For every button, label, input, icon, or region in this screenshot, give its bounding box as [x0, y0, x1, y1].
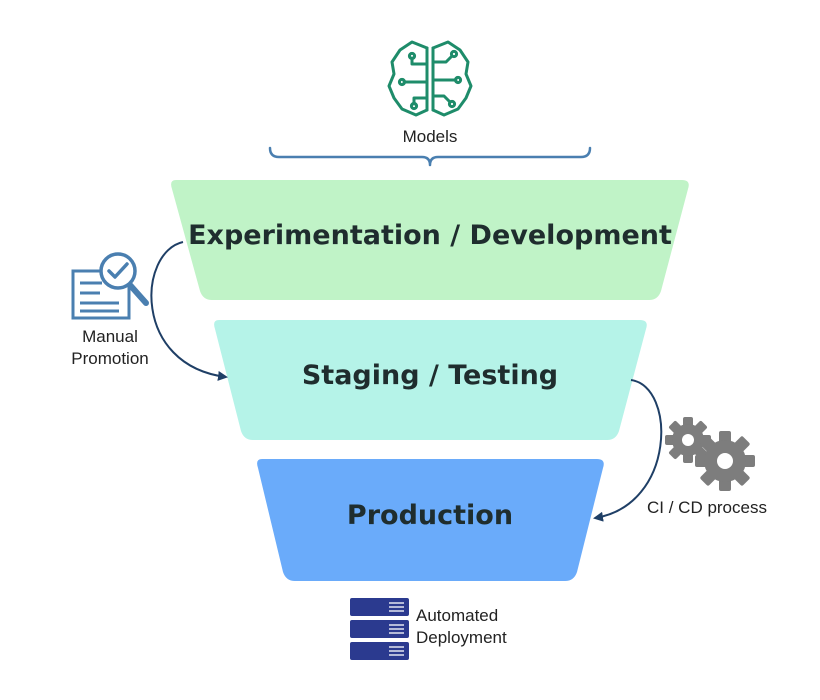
- stage-production-shape: [257, 459, 604, 581]
- stage-experimentation-shape: [171, 180, 689, 300]
- manual-promotion-label: Manual Promotion: [50, 326, 170, 370]
- stage-staging-label: Staging / Testing: [301, 360, 559, 391]
- deployment-label: Automated Deployment: [416, 605, 507, 649]
- manual-promotion-label-line2: Promotion: [71, 349, 149, 368]
- stage-production-label: Production: [346, 500, 514, 531]
- server-stack-icon: [350, 598, 409, 660]
- cicd-arrow: [593, 379, 663, 522]
- gears-icon: [665, 417, 755, 491]
- manual-promotion-label-line1: Manual: [82, 327, 138, 346]
- deployment-label-line2: Deployment: [416, 628, 507, 647]
- models-bracket: [268, 146, 592, 167]
- stage-experimentation-label: Experimentation / Development: [188, 220, 672, 251]
- stage-staging-shape: [214, 320, 647, 440]
- manual-promotion-arrow: [150, 241, 228, 381]
- document-check-icon: [71, 252, 149, 320]
- brain-circuit-icon: [387, 40, 473, 117]
- cicd-label: CI / CD process: [647, 498, 767, 517]
- deployment-label-line1: Automated: [416, 606, 499, 625]
- models-label: Models: [402, 127, 458, 146]
